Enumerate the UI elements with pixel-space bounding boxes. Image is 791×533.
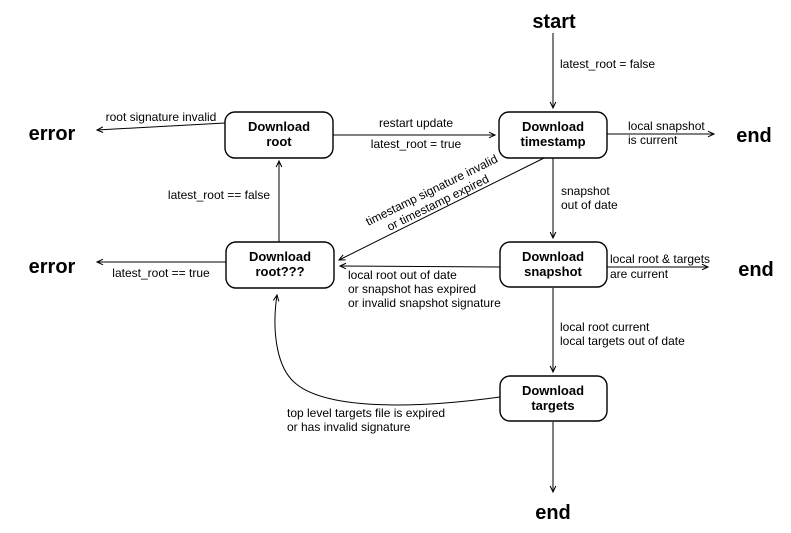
label-local-root-current: local root current — [560, 320, 650, 334]
node-download-timestamp-label-1: Download — [522, 119, 584, 134]
edge-root-to-error — [97, 122, 226, 130]
label-root-signature-invalid: root signature invalid — [106, 110, 217, 124]
label-out-of-date: out of date — [561, 198, 618, 212]
node-download-targets: Download targets — [499, 375, 608, 422]
node-download-root-label-1: Download — [248, 119, 310, 134]
node-download-snapshot: Download snapshot — [499, 241, 608, 288]
label-latest-root-eq-true: latest_root == true — [112, 266, 210, 280]
node-download-timestamp: Download timestamp — [498, 111, 608, 159]
label-local-targets-out-of-date: local targets out of date — [560, 334, 685, 348]
terminal-end-top: end — [736, 125, 772, 147]
label-or-snapshot-expired: or snapshot has expired — [348, 282, 476, 296]
label-latest-root-true-assign: latest_root = true — [371, 137, 462, 151]
label-latest-root-false-assign: latest_root = false — [560, 57, 655, 71]
node-download-snapshot-box — [499, 241, 608, 288]
terminal-end-bottom: end — [535, 502, 571, 524]
node-download-snapshot-label-1: Download — [522, 249, 584, 264]
label-local-root-out-of-date: local root out of date — [348, 268, 457, 282]
label-latest-root-eq-false: latest_root == false — [168, 188, 270, 202]
label-restart-update: restart update — [379, 116, 453, 130]
edge-targets-to-rootretry — [275, 295, 501, 406]
node-download-root: Download root — [224, 111, 334, 159]
terminal-error-middle: error — [29, 256, 76, 278]
edge-timestamp-to-rootretry — [339, 157, 545, 260]
node-download-targets-label-2: targets — [531, 398, 574, 413]
node-download-targets-label-1: Download — [522, 383, 584, 398]
node-download-timestamp-label-2: timestamp — [520, 134, 585, 149]
label-or-invalid-snapshot-signature: or invalid snapshot signature — [348, 296, 501, 310]
label-or-has-invalid-signature: or has invalid signature — [287, 420, 411, 434]
terminal-end-middle: end — [738, 259, 774, 281]
node-download-root-retry-label-2: root??? — [255, 264, 304, 279]
label-are-current: are current — [610, 267, 669, 281]
node-download-root-retry-label-1: Download — [249, 249, 311, 264]
node-download-snapshot-label-2: snapshot — [524, 264, 582, 279]
node-download-root-label-2: root — [266, 134, 292, 149]
label-local-root-and-targets: local root & targets — [610, 252, 710, 266]
node-download-root-box — [224, 111, 334, 159]
label-local-snapshot: local snapshot — [628, 119, 705, 133]
terminal-error-top: error — [29, 123, 76, 145]
label-is-current: is current — [628, 133, 678, 147]
edge-snapshot-to-rootretry — [340, 266, 501, 267]
node-download-root-retry: Download root??? — [225, 241, 335, 289]
node-download-targets-box — [499, 375, 608, 422]
label-timestamp-invalid-group: timestamp signature invalid or timestamp… — [363, 152, 500, 234]
node-download-root-retry-box — [225, 241, 335, 289]
terminal-start: start — [532, 11, 576, 33]
node-download-timestamp-box — [498, 111, 608, 159]
label-targets-file-expired: top level targets file is expired — [287, 406, 445, 420]
label-snapshot: snapshot — [561, 184, 610, 198]
